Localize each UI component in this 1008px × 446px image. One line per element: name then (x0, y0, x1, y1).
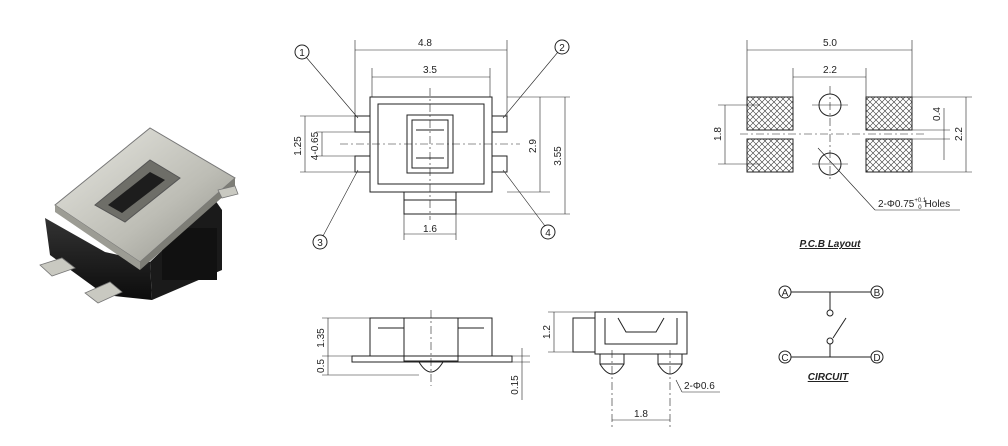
callout-1: 1 (299, 48, 305, 59)
terminal-d: D (873, 353, 880, 364)
pcb-holes-size: 2-Φ0.75 (878, 199, 915, 210)
circuit-diagram (778, 285, 884, 364)
pcb-width-5-label: 5.0 (823, 38, 837, 49)
top-view-drawing (294, 39, 570, 250)
pcb-holes-tol-upper: +0.1 (914, 198, 927, 204)
end-view-drawing (548, 311, 720, 428)
end-holes-note: 2-Φ0.6 (684, 381, 715, 392)
terminal-b: B (874, 288, 881, 299)
pcb-layout-drawing (718, 40, 972, 211)
end-pitch-label: 1.8 (634, 409, 648, 420)
pcb-layout-title: P.C.B Layout (800, 239, 862, 250)
top-height-2-9-label: 2.9 (528, 139, 539, 153)
pcb-holes-tol-lower: 0 (918, 205, 922, 211)
top-height-3-55-label: 3.55 (553, 146, 564, 166)
pcb-width-2-2-label: 2.2 (823, 65, 837, 76)
side-height-0-5-label: 0.5 (316, 359, 327, 373)
product-photo (39, 127, 239, 304)
pcb-holes-word: Holes (925, 199, 951, 210)
terminal-a: A (782, 288, 789, 299)
callout-3: 3 (317, 238, 323, 249)
pcb-height-1-8-label: 1.8 (713, 127, 724, 141)
circuit-title: CIRCUIT (808, 372, 849, 383)
end-height-1-2-label: 1.2 (542, 325, 553, 339)
terminal-c: C (781, 353, 788, 364)
callout-2: 2 (559, 43, 565, 54)
top-width-inner-label: 3.5 (423, 65, 437, 76)
top-pitch-label: 1.25 (293, 136, 304, 156)
callout-4: 4 (545, 228, 551, 239)
pcb-height-2-2-label: 2.2 (954, 127, 965, 141)
side-thickness-label: 0.15 (510, 375, 521, 395)
top-pad-label: 4-0.65 (310, 131, 321, 160)
top-width-outer-label: 4.8 (418, 38, 432, 49)
pcb-height-0-4-label: 0.4 (932, 107, 943, 121)
side-height-1-35-label: 1.35 (316, 328, 327, 348)
top-bottom-width-label: 1.6 (423, 224, 437, 235)
side-view-drawing (322, 310, 530, 400)
